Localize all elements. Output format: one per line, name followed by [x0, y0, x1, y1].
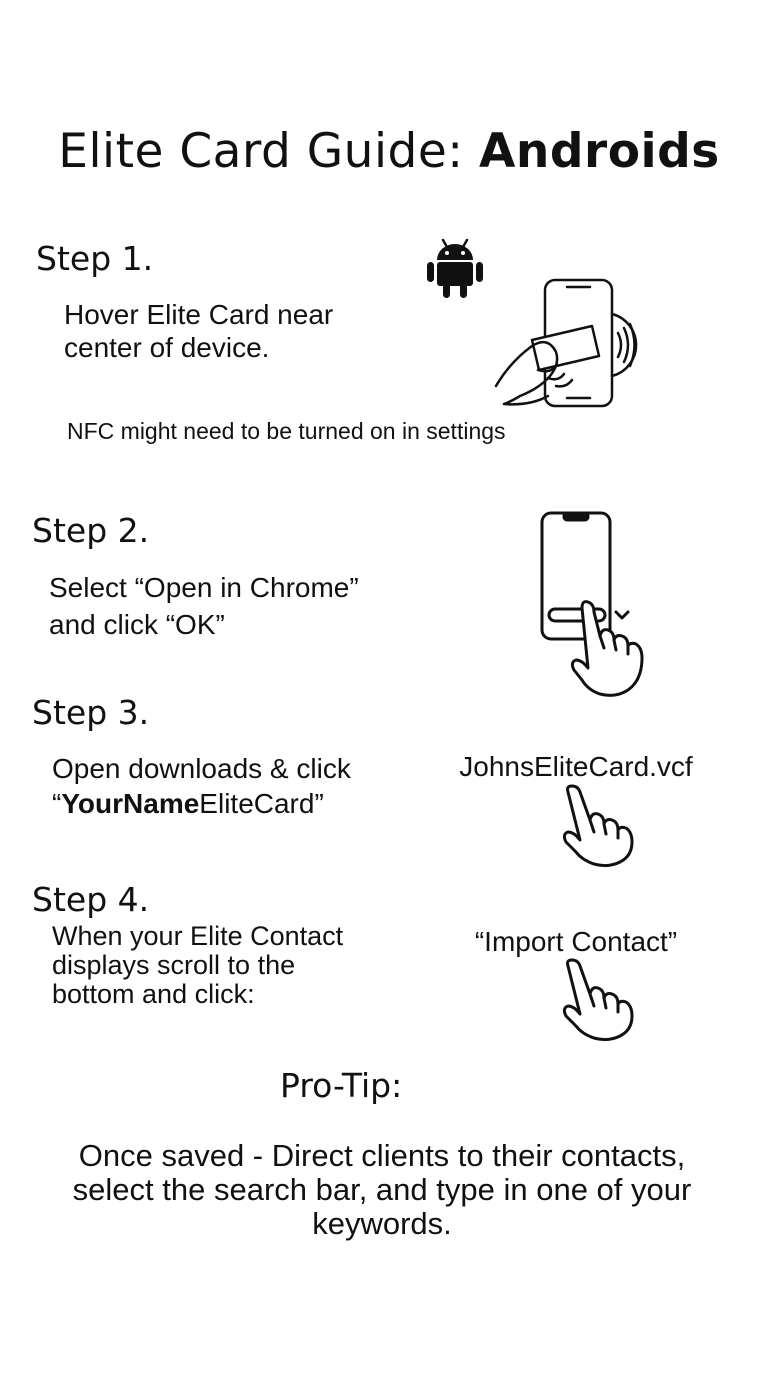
pro-tip-line-3: keywords.: [312, 1206, 452, 1241]
step-4-line-2: displays scroll to the: [52, 950, 296, 980]
step-3-elitecard: EliteCard”: [199, 788, 324, 819]
step-3-heading: Step 3.: [32, 693, 150, 732]
step-1-line-1: Hover Elite Card near: [64, 299, 334, 330]
step-3-instructions: Open downloads & click “YourNameEliteCar…: [52, 751, 351, 821]
pointing-hand-icon: [562, 784, 634, 868]
step-3-yourname: YourName: [61, 788, 200, 819]
nfc-tap-hand-phone-icon: [494, 278, 638, 408]
vcf-file-label: JohnsEliteCard.vcf: [459, 751, 693, 782]
step-1-heading: Step 1.: [36, 239, 154, 278]
page-title-emphasis: Androids: [479, 124, 720, 179]
step-4-instructions: When your Elite Contact displays scroll …: [52, 922, 343, 1009]
step-4-line-1: When your Elite Contact: [52, 921, 344, 951]
pro-tip-text: Once saved - Direct clients to their con…: [0, 1139, 764, 1241]
step-2-instructions: Select “Open in Chrome” and click “OK”: [49, 569, 359, 643]
step-2-line-1: Select “Open in Chrome”: [49, 572, 359, 603]
step-4-line-3: bottom and click:: [52, 979, 255, 1009]
phone-tap-button-icon: [540, 511, 644, 697]
android-logo-icon: [427, 238, 483, 298]
pointing-hand-icon: [562, 958, 634, 1042]
step-4-heading: Step 4.: [32, 880, 150, 919]
step-2-line-2: and click “OK”: [49, 609, 225, 640]
step-3-line-1: Open downloads & click: [52, 753, 351, 784]
page-title: Elite Card Guide: Androids: [0, 124, 768, 179]
nfc-note: NFC might need to be turned on in settin…: [67, 418, 506, 444]
step-2-heading: Step 2.: [32, 511, 150, 550]
pro-tip-heading: Pro-Tip:: [280, 1066, 403, 1105]
step-3-line-2: “YourNameEliteCard”: [52, 786, 351, 821]
step-1-line-2: center of device.: [64, 332, 270, 363]
page-title-prefix: Elite Card Guide:: [58, 124, 480, 179]
pro-tip-line-2: select the search bar, and type in one o…: [72, 1172, 692, 1207]
pro-tip-line-1: Once saved - Direct clients to their con…: [78, 1138, 686, 1173]
import-contact-label: “Import Contact”: [474, 926, 678, 957]
step-3-quote-open: “: [52, 788, 62, 819]
step-1-instructions: Hover Elite Card near center of device.: [64, 298, 333, 364]
